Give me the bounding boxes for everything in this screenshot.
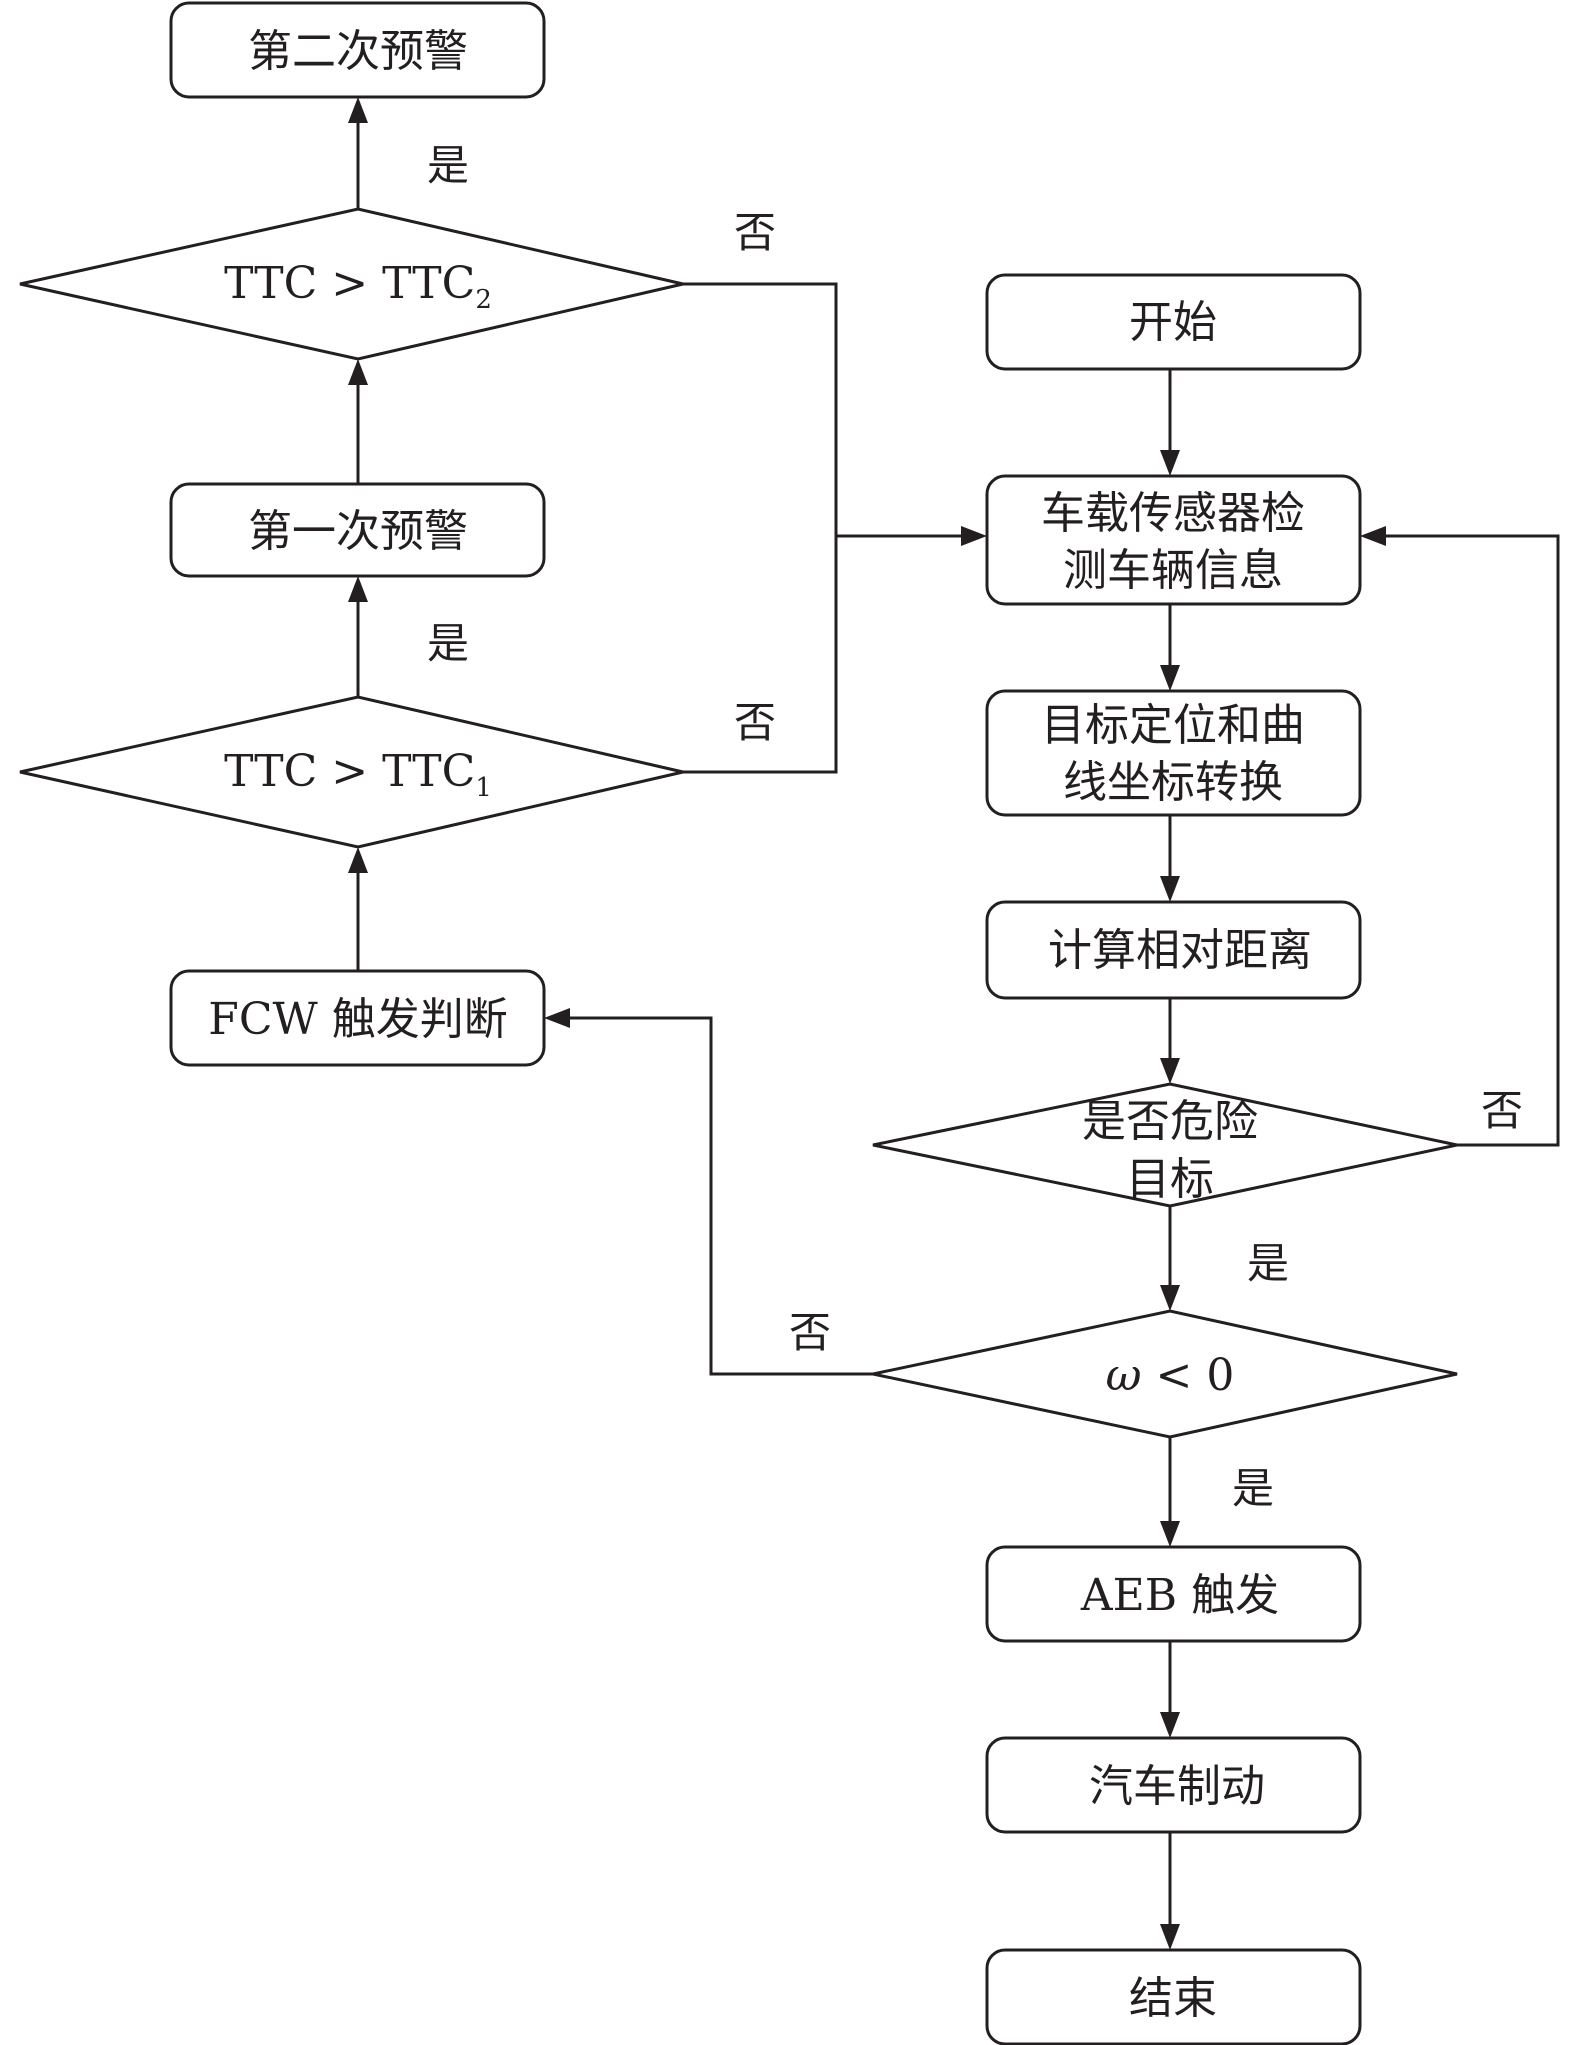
node-warn2: 第二次预警 (169, 1, 546, 99)
edge-distance-to-danger (1160, 998, 1180, 1084)
node-fcw: FCW 触发判断 (169, 969, 546, 1067)
omega-condition: < 0 (1142, 1350, 1235, 1401)
edge-ttc-no-merge-to-detect (683, 282, 987, 774)
node-brake: 汽车制动 (985, 1736, 1362, 1834)
edge-warn1-to-ttc2 (348, 359, 368, 484)
node-warn2-label: 第二次预警 (248, 26, 468, 77)
node-ttc2-decision: TTC > TTC2 (19, 207, 684, 361)
edge-danger-yes-to-omega (1160, 1206, 1180, 1311)
ttc1-subscript: 1 (475, 773, 492, 803)
label-danger-no: 否 (1481, 1086, 1523, 1135)
node-start-label: 开始 (1129, 297, 1217, 348)
ttc1-main: TTC > TTC (224, 746, 475, 797)
node-danger-label-2: 目标 (1126, 1154, 1214, 1205)
label-ttc2-yes: 是 (427, 141, 469, 190)
omega-symbol: ω (1106, 1350, 1142, 1401)
ttc2-subscript: 2 (475, 285, 492, 315)
label-ttc2-no: 否 (734, 208, 776, 257)
edge-start-to-detect (1160, 369, 1180, 476)
node-distance: 计算相对距离 (985, 900, 1362, 1000)
edge-omega-yes-to-aeb (1160, 1437, 1180, 1547)
node-start: 开始 (985, 273, 1362, 371)
node-detect-label-2: 测车辆信息 (1063, 545, 1283, 596)
node-distance-label: 计算相对距离 (1048, 925, 1312, 976)
edge-ttc1-yes-to-warn1 (348, 576, 368, 697)
node-omega-decision: ω < 0 (872, 1309, 1458, 1439)
node-aeb-label: AEB 触发 (1080, 1570, 1279, 1621)
node-ttc2-label: TTC > TTC2 (224, 258, 492, 315)
label-omega-no: 否 (789, 1308, 831, 1357)
edge-locate-to-distance (1160, 815, 1180, 902)
edge-brake-to-end (1160, 1832, 1180, 1950)
edge-omega-no-to-fcw (544, 1008, 873, 1376)
node-locate-label-2: 线坐标转换 (1063, 757, 1283, 808)
label-danger-yes: 是 (1247, 1239, 1289, 1288)
edge-aeb-to-brake (1160, 1641, 1180, 1738)
node-detect: 车载传感器检 测车辆信息 (985, 474, 1362, 606)
node-omega-label: ω < 0 (1106, 1350, 1235, 1401)
node-danger-label-1: 是否危险 (1082, 1096, 1258, 1147)
edge-ttc2-yes-to-warn2 (348, 97, 368, 209)
label-ttc1-yes: 是 (427, 619, 469, 668)
node-aeb: AEB 触发 (985, 1545, 1362, 1643)
node-brake-label: 汽车制动 (1089, 1761, 1265, 1812)
edge-detect-to-locate (1160, 604, 1180, 691)
label-ttc1-no: 否 (734, 698, 776, 747)
node-warn1: 第一次预警 (169, 482, 546, 578)
edge-fcw-to-ttc1 (348, 847, 368, 971)
node-locate: 目标定位和曲 线坐标转换 (985, 689, 1362, 817)
node-ttc1-decision: TTC > TTC1 (19, 695, 684, 849)
node-danger-decision: 是否危险 目标 (872, 1082, 1458, 1208)
ttc2-main: TTC > TTC (224, 258, 475, 309)
node-end: 结束 (985, 1948, 1362, 2045)
node-fcw-label: FCW 触发判断 (208, 994, 507, 1045)
node-locate-label-1: 目标定位和曲 (1041, 700, 1305, 751)
edge-danger-no-loop (1360, 526, 1560, 1147)
node-detect-label-1: 车载传感器检 (1041, 488, 1305, 539)
node-end-label: 结束 (1129, 1973, 1217, 2024)
node-warn1-label: 第一次预警 (248, 506, 468, 557)
node-ttc1-label: TTC > TTC1 (224, 746, 492, 803)
label-omega-yes: 是 (1232, 1464, 1274, 1513)
